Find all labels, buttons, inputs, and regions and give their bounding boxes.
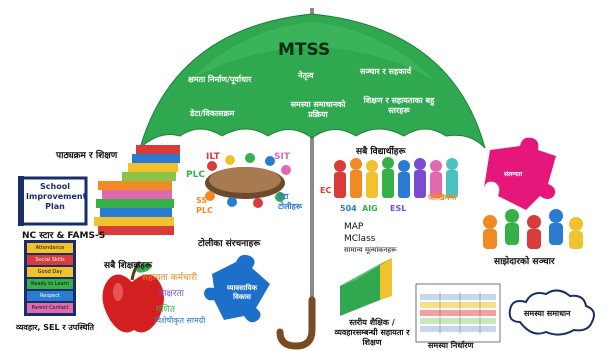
umbrella-item-communication: सञ्चार र सहकार्य	[360, 67, 412, 76]
team-ss-plc: SS PLC	[196, 196, 213, 215]
puzzle-label-partner: संलग्नता	[504, 171, 523, 178]
assessment-common: सामान्य मूल्यांकनहरू	[344, 246, 397, 254]
school-plan-title: School Improvement Plan	[26, 182, 87, 211]
tag-ec: EC	[320, 186, 332, 195]
label-problem-solving: समस्या समाधान	[524, 309, 571, 318]
umbrella-highlight	[190, 22, 434, 80]
label-problem-identification: समस्या निर्धारण	[428, 341, 474, 350]
tag-at-risk: जोखिममा	[428, 193, 457, 202]
puzzle-label-professional: व्यावसायिक विकास	[227, 284, 257, 301]
teacher-role-specialized: विशेषीकृत सामग्री	[154, 316, 206, 325]
team-data: डेटा टोलीहरू	[278, 192, 303, 211]
label-behavior: व्यवहार, SEL र उपस्थिति	[16, 323, 95, 332]
label-team-structure: टोलीका संरचनाहरू	[198, 239, 261, 249]
tiered-support-image	[340, 258, 392, 316]
umbrella-item-tiers: शिक्षण र सहायताका बहु स्तरहरू	[363, 96, 435, 115]
teacher-role-literacy: साक्षरता	[158, 289, 185, 299]
umbrella-canopy	[139, 13, 486, 150]
umbrella-item-capacity: क्षमता निर्माण/पूर्वाधार	[188, 75, 252, 84]
umbrella-item-problem-solving: समस्या समाधानको प्रक्रिया	[290, 100, 346, 119]
ladder-item: Ready to Learn	[31, 281, 69, 287]
data-table-image	[415, 283, 501, 343]
team-sit: SIT	[274, 152, 290, 162]
blue-puzzle-piece	[204, 254, 270, 323]
assessment-map: MAP	[344, 222, 364, 232]
umbrella-item-leadership: नेतृत्व	[298, 71, 314, 80]
label-nc-star: NC स्टार & FAMS-S	[22, 231, 106, 241]
label-all-teachers: सबै शिक्षकहरू	[104, 261, 152, 271]
apple-image	[102, 260, 164, 333]
ladder-item: Attendance	[35, 245, 65, 251]
label-curriculum: पाठ्यक्रम र शिक्षण	[56, 151, 118, 161]
teacher-role-math: गणित	[156, 305, 176, 315]
teacher-role-assistant: सहायता कर्मचारी	[142, 273, 198, 283]
tag-aig: AIG	[362, 204, 378, 213]
ladder-item: Parent Contact	[31, 305, 69, 311]
ladder-item: Respect	[40, 293, 60, 299]
behavior-ladder-image	[24, 240, 76, 316]
behavior-ladder-labels: Attendance Social Skills Good Day Ready …	[27, 243, 73, 315]
label-partner-comm: साझेदारको सञ्चार	[494, 257, 555, 267]
label-tiered-support: स्तरीय शैक्षिक / व्यवहारसम्बन्धी सहायता …	[334, 318, 410, 347]
team-ilt: ILT	[206, 152, 220, 162]
students-image	[334, 157, 458, 198]
pink-puzzle-piece	[484, 137, 556, 210]
problem-solving-cloud	[508, 289, 595, 336]
umbrella-title: MTSS	[278, 40, 331, 60]
assessment-mclass: MClass	[344, 234, 376, 244]
partner-people-image	[483, 209, 583, 249]
ladder-item: Social Skills	[35, 257, 65, 263]
label-all-students: सबै विद्यार्थीहरू	[356, 147, 406, 157]
tag-esl: ESL	[390, 204, 407, 213]
umbrella-handle	[276, 296, 316, 350]
ladder-item: Good Day	[37, 269, 63, 275]
team-table-image	[205, 153, 291, 208]
umbrella-item-data: डेटा/विकासक्रम	[190, 109, 235, 118]
team-plc: PLC	[186, 170, 205, 180]
tag-504: 504	[340, 204, 357, 213]
book-stack-image	[94, 145, 180, 235]
